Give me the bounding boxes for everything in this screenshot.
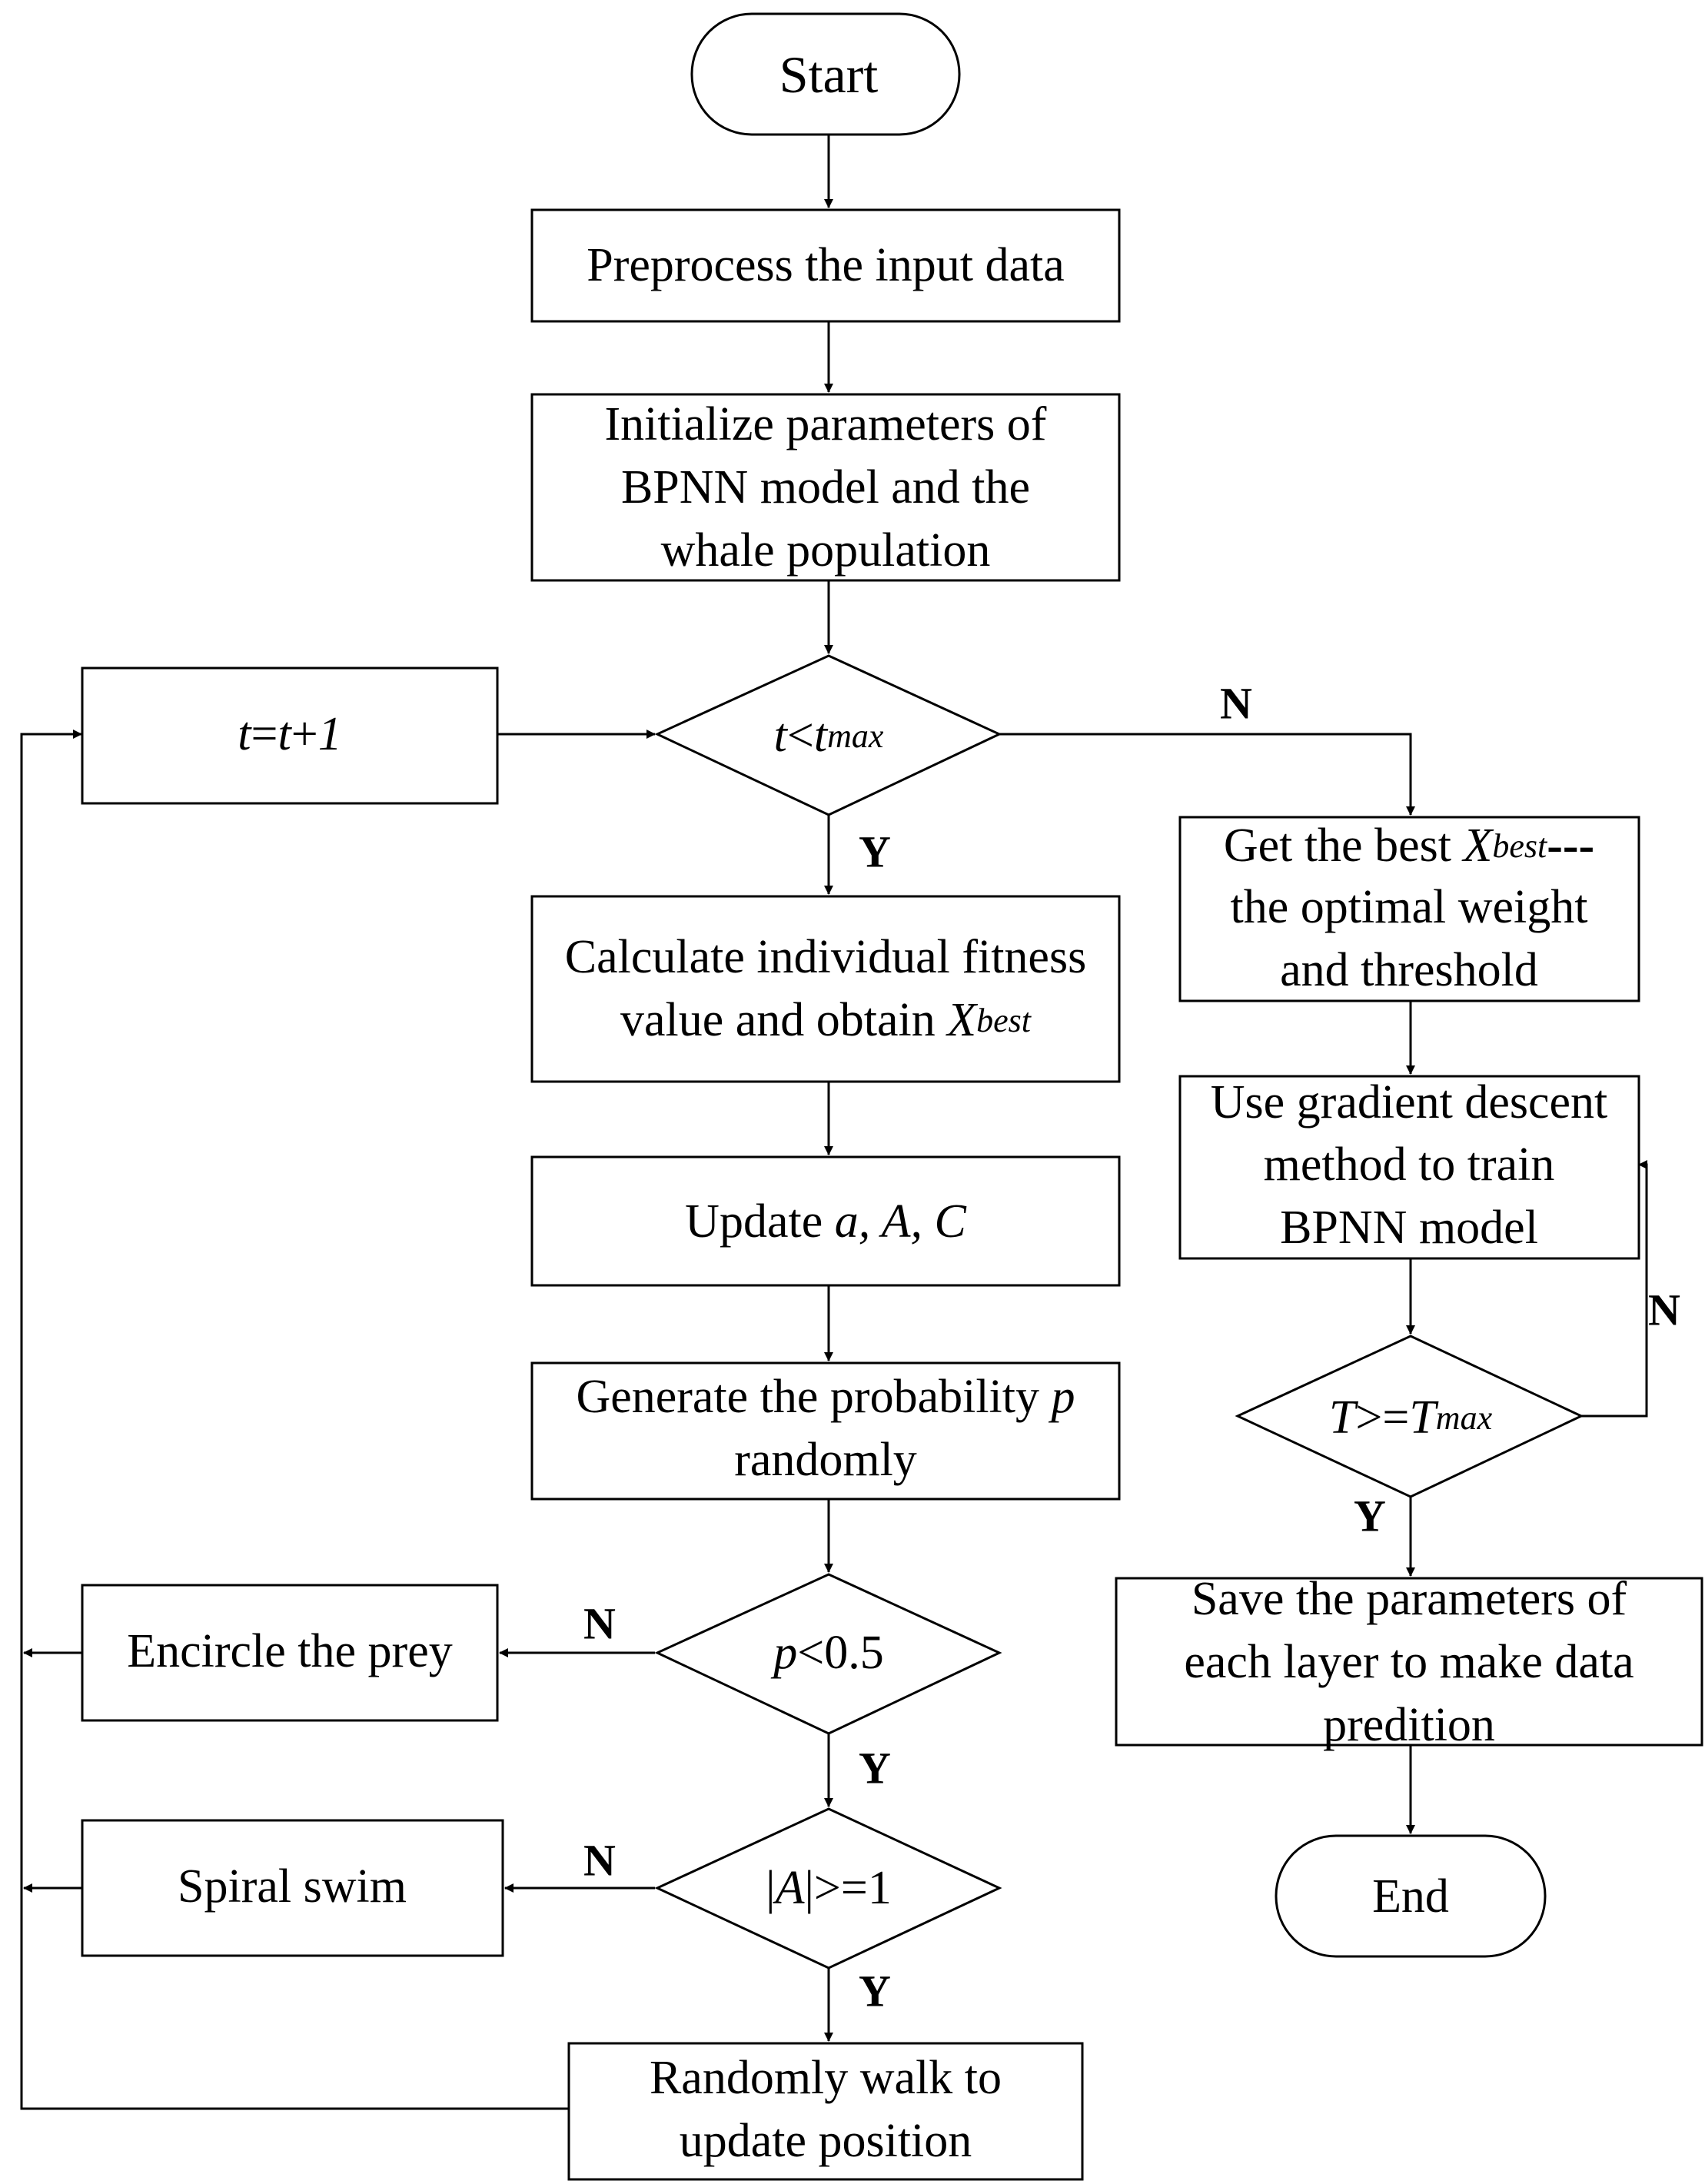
node-fitness: Calculate individual fitness value and o… xyxy=(530,895,1121,1083)
probability-line-2: randomly xyxy=(734,1434,917,1486)
node-loop-check: t<tmax xyxy=(654,654,1002,816)
save-line-2: each layer to make data xyxy=(1184,1636,1634,1688)
probability-line-1: Generate the probability p xyxy=(576,1371,1075,1423)
save-line-1: Save the parameters of xyxy=(1192,1573,1627,1625)
label-p-yes: Y xyxy=(859,1744,891,1793)
init-line-2: BPNN model and the xyxy=(621,461,1030,514)
node-preprocess: Preprocess the input data xyxy=(530,208,1121,323)
edge-randomwalk-loopback xyxy=(20,730,569,2110)
label-p-no: N xyxy=(583,1599,616,1649)
increment-label: t=t+1 xyxy=(238,708,341,760)
get-best-line-1: Get the best Xbest--- xyxy=(1224,819,1594,872)
a-check-label: |A|>=1 xyxy=(766,1862,892,1914)
label-loop-yes: Y xyxy=(859,827,891,877)
loop-check-label: t<tmax xyxy=(774,710,884,762)
node-init: Initialize parameters of BPNN model and … xyxy=(530,393,1121,582)
start-label: Start xyxy=(779,45,879,104)
gradient-line-3: BPNN model xyxy=(1280,1202,1538,1254)
label-a-no: N xyxy=(583,1836,616,1886)
get-best-line-2: the optimal weight xyxy=(1231,881,1588,933)
p-check-label: p<0.5 xyxy=(770,1627,883,1679)
connectors xyxy=(20,135,1648,2110)
node-end: End xyxy=(1275,1834,1547,1958)
node-spiral: Spiral swim xyxy=(81,1819,504,1957)
node-gradient: Use gradient descent method to train BPN… xyxy=(1178,1075,1640,1260)
end-label: End xyxy=(1372,1870,1449,1923)
node-update: Update a, A, C xyxy=(530,1155,1121,1287)
node-probability: Generate the probability p randomly xyxy=(530,1361,1121,1501)
update-label: Update a, A, C xyxy=(685,1195,966,1248)
label-t-yes: Y xyxy=(1354,1491,1386,1541)
node-save: Save the parameters of each layer to mak… xyxy=(1115,1573,1703,1751)
edge-tcheck-gradient-loop xyxy=(1581,1160,1648,1418)
label-t-no: N xyxy=(1648,1285,1680,1335)
spiral-label: Spiral swim xyxy=(178,1860,407,1913)
node-random-walk: Randomly walk to update position xyxy=(567,2042,1084,2181)
node-encircle: Encircle the prey xyxy=(81,1584,499,1722)
gradient-line-1: Use gradient descent xyxy=(1211,1076,1607,1129)
node-a-check: |A|>=1 xyxy=(654,1807,1002,1970)
init-line-3: whale population xyxy=(661,524,991,577)
random-walk-line-1: Randomly walk to xyxy=(650,2052,1002,2104)
node-t-check: T>=Tmax xyxy=(1235,1335,1584,1498)
gradient-line-2: method to train xyxy=(1264,1139,1555,1191)
node-increment: t=t+1 xyxy=(81,667,499,805)
edge-loopcheck-getbest xyxy=(999,733,1415,816)
fitness-line-2: value and obtain Xbest xyxy=(620,994,1032,1046)
label-a-yes: Y xyxy=(859,1966,891,2016)
node-start: Start xyxy=(690,12,961,136)
get-best-line-3: and threshold xyxy=(1280,944,1538,996)
label-loop-no: N xyxy=(1220,679,1252,729)
preprocess-label: Preprocess the input data xyxy=(587,239,1065,291)
random-walk-line-2: update position xyxy=(680,2115,972,2167)
init-line-1: Initialize parameters of xyxy=(605,398,1047,450)
edge-labels: N Y N Y N Y N Y xyxy=(583,679,1680,2016)
save-line-3: predition xyxy=(1323,1699,1495,1751)
encircle-label: Encircle the prey xyxy=(127,1625,452,1677)
t-check-label: T>=Tmax xyxy=(1329,1391,1493,1444)
node-get-best: Get the best Xbest--- the optimal weight… xyxy=(1178,816,1640,1002)
fitness-line-1: Calculate individual fitness xyxy=(565,931,1086,983)
node-p-check: p<0.5 xyxy=(654,1573,1002,1735)
